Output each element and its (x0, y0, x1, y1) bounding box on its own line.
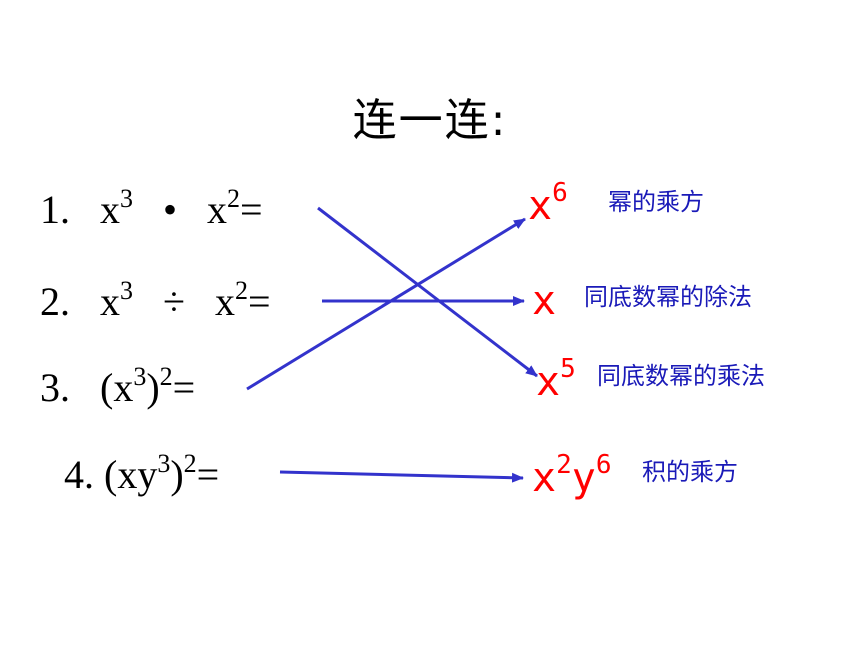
divide-sign: ÷ (163, 279, 185, 324)
result-base: y (571, 455, 596, 501)
exponent: 2 (183, 449, 197, 478)
arrow-1-to-3 (317, 206, 538, 378)
rule-label-3: 同底数幂的乘法 (597, 362, 765, 390)
base: x (214, 279, 235, 324)
rule-label-1: 幂的乘方 (608, 188, 704, 216)
result-exponent: 5 (560, 354, 576, 384)
equals-sign: = (196, 452, 220, 497)
result-2: x (532, 281, 556, 321)
base: x (100, 279, 120, 324)
exponent: 3 (157, 449, 171, 478)
expression-4: 4. (xy3)2= (64, 451, 220, 497)
exponent: 3 (120, 184, 133, 213)
result-exponent: 6 (552, 178, 568, 208)
page-title: 连一连: (352, 95, 508, 146)
exponent: 2 (227, 184, 241, 213)
equals-sign: = (247, 279, 271, 324)
exponent: 2 (159, 362, 173, 391)
rule-label-4: 积的乘方 (642, 458, 738, 486)
paren-close: ) (170, 452, 184, 497)
base: x (207, 187, 228, 232)
item-number: 1. (40, 187, 70, 232)
result-1: x6 (528, 180, 568, 229)
result-base: x (532, 455, 557, 501)
result-exponent: 6 (595, 450, 612, 480)
arrow-3-to-1 (246, 217, 526, 391)
arrow-4-to-4 (279, 470, 524, 483)
result-exponent: 2 (556, 450, 572, 480)
multiply-dot: • (163, 187, 178, 232)
rule-label-2: 同底数幂的除法 (584, 283, 752, 311)
expression-3: 3. (x3)2= (40, 364, 196, 410)
exponent: 2 (234, 276, 248, 305)
item-number: 4. (64, 452, 94, 497)
exponent: 3 (120, 276, 133, 305)
item-number: 3. (40, 365, 70, 410)
result-4: x2y6 (532, 452, 612, 501)
result-base: x (532, 278, 557, 324)
base: x (100, 187, 120, 232)
equals-sign: = (240, 187, 263, 232)
expression-1: 1. x3 • x2= (40, 186, 263, 232)
result-base: x (536, 359, 561, 405)
item-number: 2. (40, 279, 70, 324)
base: (xy (104, 452, 158, 497)
equals-sign: = (172, 365, 196, 410)
result-base: x (528, 183, 553, 229)
result-3: x5 (536, 356, 576, 405)
exponent: 3 (133, 362, 147, 391)
expression-2: 2. x3 ÷ x2= (40, 278, 271, 324)
paren-close: ) (146, 365, 160, 410)
base: (x (100, 365, 134, 410)
